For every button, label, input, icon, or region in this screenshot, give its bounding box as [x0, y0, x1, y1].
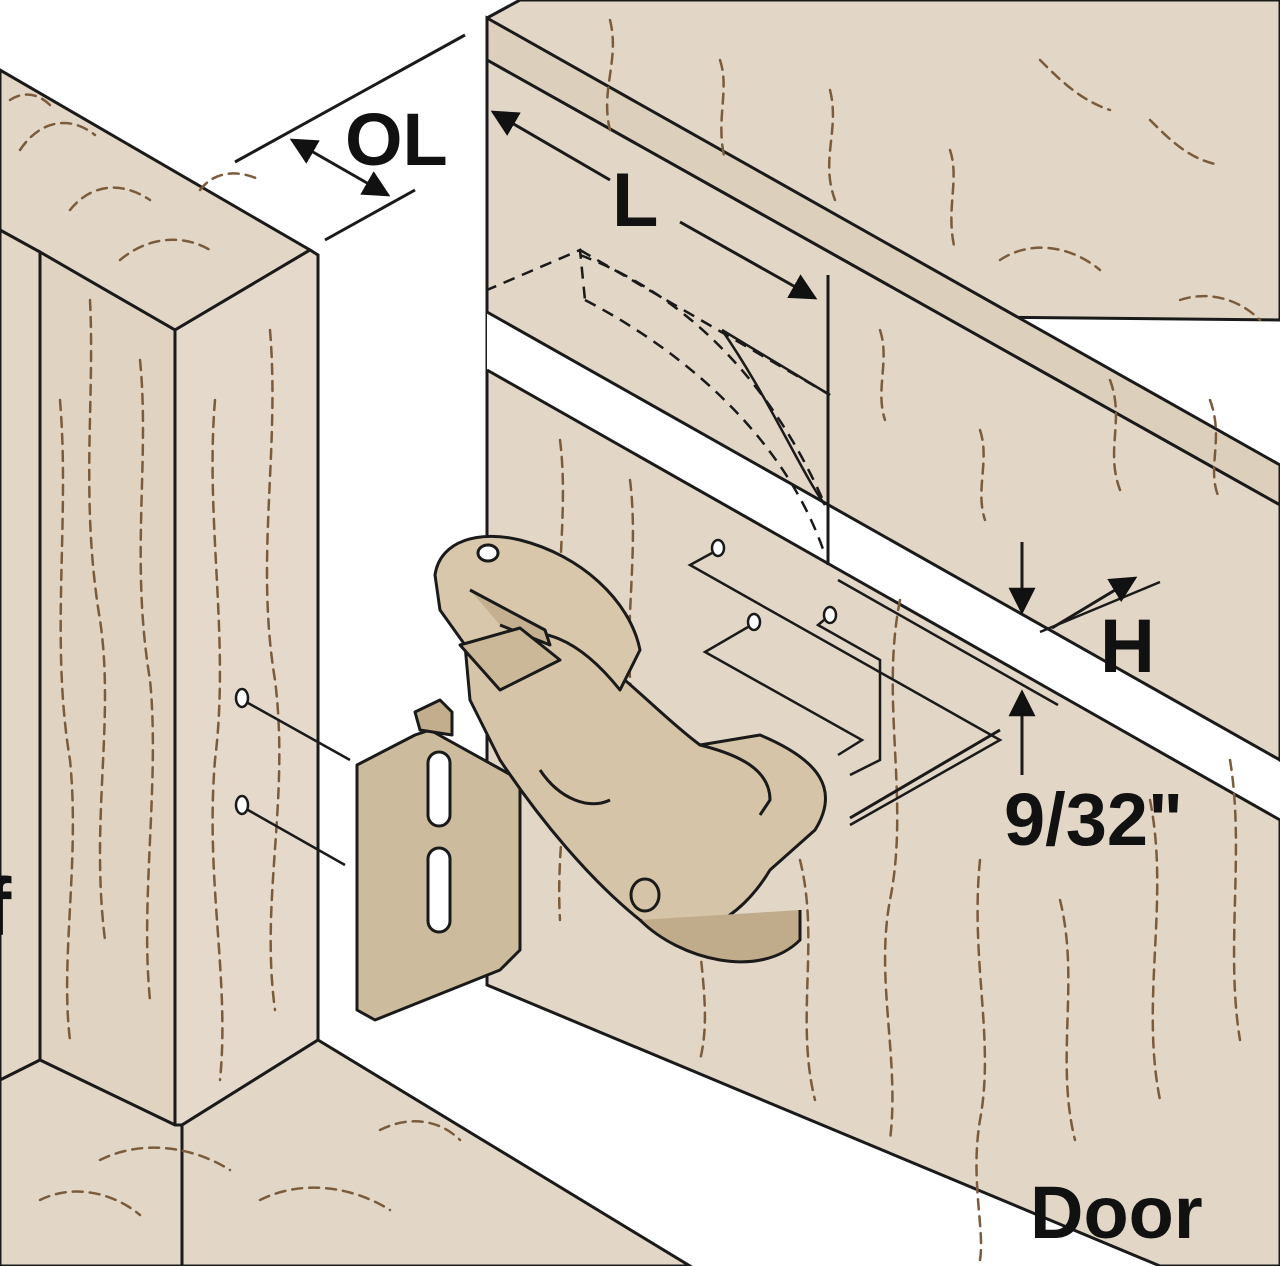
mounting-slot-lower — [426, 846, 452, 934]
door-panel — [485, 0, 1280, 1266]
mounting-slot-upper — [426, 750, 452, 828]
door-screw-hole-1 — [710, 538, 726, 558]
frame-bottom-rail — [0, 1038, 693, 1266]
frame-front-face — [173, 248, 320, 1127]
door-edge-strip — [485, 15, 1280, 507]
cut-off-label: f — [0, 862, 12, 953]
length-dimension-arrow — [490, 110, 818, 300]
offset-label: 9/32" — [1004, 778, 1183, 861]
length-label: L — [612, 158, 658, 243]
hinge — [355, 534, 827, 1022]
cabinet-frame — [0, 68, 693, 1266]
frame-wood-grain — [8, 93, 462, 1217]
door-screw-hole-2 — [746, 612, 762, 632]
door-label: Door — [1030, 1171, 1203, 1254]
hinge-arm — [463, 626, 827, 934]
door-screw-hole-3 — [822, 605, 838, 625]
overlay-label: OL — [345, 98, 448, 181]
offset-arrow — [849, 689, 1036, 820]
height-dimension-arrows — [1008, 542, 1138, 630]
door-gap — [487, 312, 1280, 820]
overlay-dimension-arrow — [234, 33, 466, 242]
frame-screw-hole-lower — [234, 794, 250, 816]
height-label: H — [1100, 604, 1155, 689]
frame-screw-hole-upper — [234, 687, 250, 709]
frame-left-panel — [38, 249, 177, 1128]
